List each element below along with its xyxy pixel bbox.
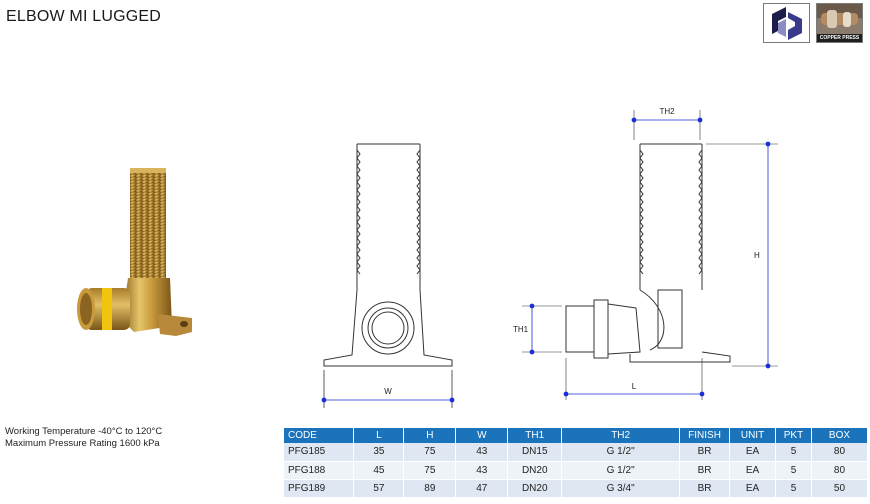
brand-mark-icon (772, 7, 802, 40)
cell-w: 43 (455, 443, 509, 462)
cell-unit: EA (729, 461, 776, 480)
dimension-w-label: W (384, 387, 392, 396)
col-th1: TH1 (507, 428, 563, 443)
col-l: L (353, 428, 405, 443)
cell-h: 89 (403, 479, 457, 498)
cell-finish: BR (679, 479, 731, 498)
cell-h: 75 (403, 443, 457, 462)
working-temperature: Working Temperature -40°C to 120°C (5, 426, 163, 437)
table-header-row: CODE L H W TH1 TH2 FINISH UNIT PKT BOX (284, 428, 869, 443)
cell-h: 75 (403, 461, 457, 480)
cell-w: 43 (455, 461, 509, 480)
side-view-drawing: TH2 H TH1 L (513, 107, 778, 400)
cell-th1: DN15 (507, 443, 563, 462)
dimension-th1-label: TH1 (513, 325, 529, 334)
cell-unit: EA (729, 443, 776, 462)
cell-finish: BR (679, 461, 731, 480)
cell-l: 57 (353, 479, 405, 498)
col-w: W (455, 428, 509, 443)
product-table: CODE L H W TH1 TH2 FINISH UNIT PKT BOX P… (284, 428, 869, 498)
logo-badge-text: COPPER PRESS (819, 35, 860, 41)
dimension-l-label: L (632, 382, 637, 391)
cell-box: 50 (811, 479, 869, 498)
copper-press-photo-icon (817, 4, 862, 42)
col-h: H (403, 428, 457, 443)
copper-press-logo: COPPER PRESS (816, 3, 863, 43)
cell-box: 80 (811, 443, 869, 462)
cell-finish: BR (679, 443, 731, 462)
col-box: BOX (811, 428, 869, 443)
cell-l: 45 (353, 461, 405, 480)
cell-box: 80 (811, 461, 869, 480)
col-unit: UNIT (729, 428, 776, 443)
cell-th2: G 3/4" (561, 479, 681, 498)
cell-th2: G 1/2" (561, 443, 681, 462)
table-row: PFG189 57 89 47 DN20 G 3/4" BR EA 5 50 (284, 479, 869, 498)
table-row: PFG185 35 75 43 DN15 G 1/2" BR EA 5 80 (284, 443, 869, 462)
table-row: PFG188 45 75 43 DN20 G 1/2" BR EA 5 80 (284, 461, 869, 480)
cell-pkt: 5 (775, 443, 812, 462)
cell-th1: DN20 (507, 461, 563, 480)
cell-code: PFG189 (284, 479, 355, 498)
cell-pkt: 5 (775, 461, 812, 480)
cell-w: 47 (455, 479, 509, 498)
brand-logo (763, 3, 810, 43)
col-pkt: PKT (775, 428, 812, 443)
product-photo (77, 168, 192, 336)
page-title: ELBOW MI LUGGED (6, 8, 162, 25)
col-code: CODE (284, 428, 355, 443)
cell-th2: G 1/2" (561, 461, 681, 480)
cell-th1: DN20 (507, 479, 563, 498)
max-pressure: Maximum Pressure Rating 1600 kPa (5, 438, 160, 449)
spec-notes: Working Temperature -40°C to 120°C Maxim… (5, 426, 162, 450)
dimension-h-label: H (754, 251, 760, 260)
front-view-drawing: W (321, 143, 455, 408)
col-th2: TH2 (561, 428, 681, 443)
cell-unit: EA (729, 479, 776, 498)
cell-code: PFG188 (284, 461, 355, 480)
cell-pkt: 5 (775, 479, 812, 498)
cell-code: PFG185 (284, 443, 355, 462)
col-finish: FINISH (679, 428, 731, 443)
dimension-th2-label: TH2 (659, 107, 675, 116)
cell-l: 35 (353, 443, 405, 462)
